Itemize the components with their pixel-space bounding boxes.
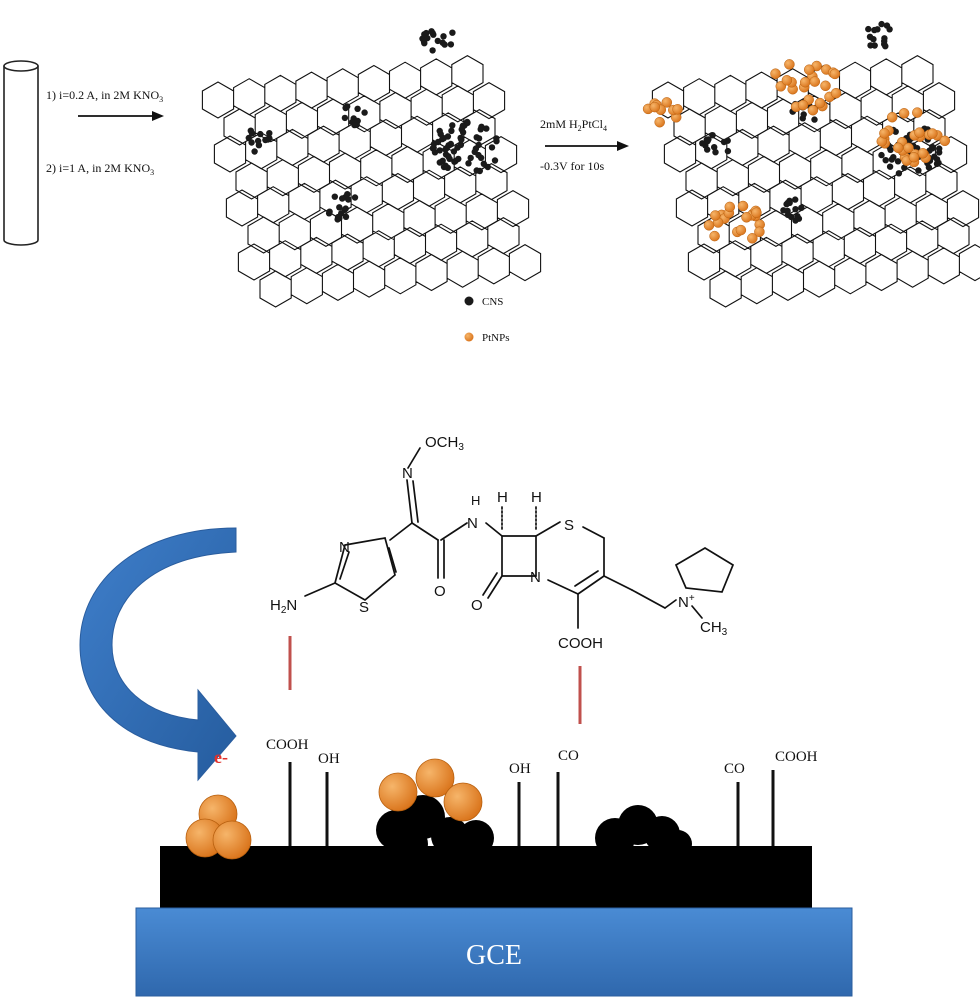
hexagon-lattice [651, 54, 980, 308]
legend-swatch-ptnps [464, 332, 474, 342]
label-lactam-o: O [471, 597, 483, 614]
label-ring-s: S [564, 517, 574, 534]
legend-label-ptnps: PtNPs [482, 332, 510, 344]
cns-cluster [780, 196, 805, 224]
cns-film-layer [160, 846, 812, 908]
graphene-sheet-cns [201, 28, 542, 308]
cns-cluster [699, 132, 732, 156]
group-label-cooh-1: COOH [266, 737, 309, 753]
cefepime-molecule [304, 447, 735, 629]
group-label-oh-1: OH [318, 751, 340, 767]
ptnp-cluster [703, 200, 765, 244]
cylinder-electrode [3, 60, 39, 246]
label-amide-o: O [434, 583, 446, 600]
functional-group-stems [288, 762, 775, 848]
graphene-sheet-cns-ptnps [642, 20, 980, 308]
hexagon-lattice [201, 54, 542, 308]
cns-cluster [325, 191, 359, 223]
cns-cluster [245, 127, 273, 155]
group-label-oh-2: OH [509, 761, 531, 777]
gce-electrode-base [135, 907, 853, 997]
molecule-labels: OCH3 N H N H H S N S H2N O N COOH N+ CH3… [270, 434, 728, 652]
label-h2n: H2N [270, 597, 297, 616]
ptnp-cluster-center [378, 758, 483, 822]
cns-cluster-right [595, 805, 692, 858]
step2-potential: -0.3V for 10s [540, 159, 604, 173]
electron-transfer-arrow [79, 527, 237, 782]
gce-label: GCE [466, 940, 522, 971]
cns-cluster [341, 103, 368, 129]
group-label-cooh-2: COOH [775, 749, 818, 765]
label-nh-n: N [467, 515, 478, 532]
electron-label: e- [214, 747, 228, 767]
label-n-plus: N+ [678, 593, 695, 611]
ptnp-cluster [876, 107, 951, 168]
legend: CNS PtNPs [464, 296, 510, 344]
step1-arrow [78, 111, 164, 121]
label-thiazole-n: N [339, 539, 350, 556]
label-h-stereo-1: H [497, 489, 508, 506]
label-nh-h: H [471, 493, 480, 508]
label-imine-n: N [402, 465, 413, 482]
functional-group-labels: COOH OH OH CO CO COOH [266, 737, 818, 777]
cns-cluster [865, 20, 893, 50]
group-label-co-2: CO [724, 761, 745, 777]
label-ch3: CH3 [700, 619, 728, 638]
ptnp-cluster [642, 97, 683, 128]
cns-cluster [429, 118, 500, 175]
label-h-stereo-2: H [531, 489, 542, 506]
step2-arrow [545, 141, 629, 151]
step1-condition-2: 2) i=1 A, in 2M KNO3 [46, 161, 154, 177]
cns-cluster [419, 28, 456, 54]
legend-label-cns: CNS [482, 296, 503, 308]
label-thiazole-s: S [359, 599, 369, 616]
group-label-co-1: CO [558, 748, 579, 764]
step2-reagent: 2mM H2PtCl4 [540, 117, 607, 133]
label-och3: OCH3 [425, 434, 464, 453]
label-lactam-n: N [530, 569, 541, 586]
ptnp-cluster [770, 59, 842, 116]
legend-swatch-cns [464, 296, 474, 306]
step1-condition-1: 1) i=0.2 A, in 2M KNO3 [46, 88, 163, 104]
label-cooh-molecule: COOH [558, 635, 603, 652]
cns-cluster-center [376, 795, 494, 862]
ptnp-cluster-left [185, 794, 252, 860]
